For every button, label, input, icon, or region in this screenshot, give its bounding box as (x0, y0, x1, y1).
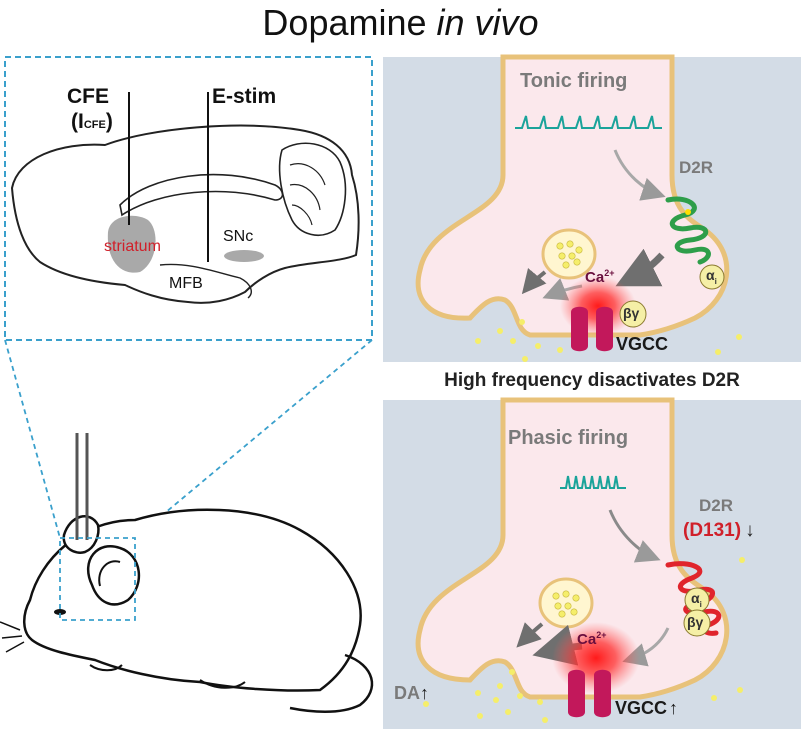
cfe-sub-label: (ICFE) (71, 110, 113, 134)
snc-label: SNc (223, 228, 254, 245)
bottom-mutant-label: (D131)↓ (683, 520, 755, 542)
bottom-vgcc-text: VGCC (615, 698, 668, 718)
top-vgcc-left (571, 306, 588, 352)
title-italic-text: in vivo (436, 2, 539, 43)
phasic-firing-label: Phasic firing (508, 427, 629, 449)
estim-label: E-stim (212, 85, 277, 108)
bottom-vgcc-left (568, 669, 585, 718)
mouse-head-dashed-box (59, 537, 136, 621)
top-inhibition-arrow (615, 248, 665, 287)
phasic-spike-train (560, 475, 626, 489)
bottom-da-up-arrow: ↑ (420, 683, 429, 703)
tonic-spike-train (515, 115, 662, 129)
brain-outline (10, 124, 360, 304)
bottom-vgcc-right (594, 669, 611, 718)
top-calcium-sup: 2+ (604, 268, 615, 278)
top-vgcc-label: VGCC (616, 334, 669, 354)
bottom-alpha-label: αi (691, 590, 702, 609)
bottom-vesicle-contents (552, 590, 580, 618)
bottom-terminal (415, 397, 730, 700)
bottom-alpha-text: α (691, 590, 700, 606)
bottom-vesicle (538, 577, 594, 629)
bottom-alpha-sub: i (699, 599, 702, 609)
snc-region (224, 250, 264, 262)
mouse-ear-inner (98, 560, 121, 587)
top-signal-arrow (613, 149, 666, 201)
bottom-da-text: DA (394, 683, 420, 703)
bottom-da-label: DA↑ (394, 683, 429, 704)
cfe-sub-small: CFE (83, 119, 106, 131)
brain-inset (4, 56, 373, 341)
top-d2r-label: D2R (679, 158, 714, 177)
tonic-firing-label: Tonic firing (520, 70, 628, 92)
top-betagamma-subunit (619, 300, 647, 328)
top-panel (383, 54, 801, 362)
cerebellum-outline (278, 142, 347, 236)
bottom-extracellular-da (423, 557, 745, 723)
top-alpha-sub: i (714, 276, 717, 286)
bottom-signal-arrow (608, 509, 661, 563)
bottom-vgcc-label: VGCC↑ (615, 698, 678, 719)
bottom-calcium-label: Ca2+ (577, 630, 606, 648)
title-main-text: Dopamine (262, 2, 437, 43)
mouse-paws (89, 664, 246, 689)
cerebellum-folia (289, 163, 326, 226)
top-d2r-ligand (685, 209, 691, 215)
bottom-mutant-text: (D131) (683, 520, 742, 541)
top-alpha-text: α (706, 267, 715, 283)
mouse-whiskers (0, 621, 25, 653)
top-calcium-text: Ca (585, 269, 605, 286)
top-release-arrow (521, 268, 547, 295)
mouse-tail (289, 653, 374, 713)
mouse-eye (54, 609, 66, 615)
zoom-guide-left (4, 339, 61, 539)
bottom-betagamma-label: βγ (687, 614, 704, 630)
inset-dashed-box (4, 56, 373, 341)
bottom-d2r-down-arrow: ↓ (745, 520, 755, 541)
bottom-panel (383, 397, 801, 729)
corpus-callosum (119, 173, 284, 217)
bottom-vgcc-up-arrow: ↑ (669, 698, 679, 718)
mouse-head-implant (62, 515, 100, 554)
top-betagamma-label: βγ (623, 305, 640, 321)
top-calcium-label: Ca2+ (585, 268, 614, 286)
top-d2r-receptor (665, 196, 711, 265)
figure-title: Dopamine in vivo (0, 2, 801, 44)
bottom-d2r-label: D2R (699, 496, 733, 516)
cfe-sub-close: ) (105, 110, 113, 133)
bottom-calcium-sup: 2+ (596, 630, 607, 640)
cfe-sub-main: (I (71, 110, 84, 133)
top-alpha-subunit (699, 264, 725, 290)
top-vesicle-contents (556, 240, 583, 269)
top-extracellular-da (475, 319, 742, 362)
striatum-region (107, 215, 156, 273)
striatum-label: striatum (104, 238, 161, 255)
zoom-guide-right (134, 339, 373, 539)
ventral-contour (159, 263, 252, 299)
bottom-betagamma-subunit (683, 609, 711, 637)
mouse-drawing (0, 433, 374, 713)
top-vgcc-right (596, 306, 613, 352)
top-vesicle (541, 228, 597, 280)
top-alpha-label: αi (706, 267, 717, 286)
middle-caption: High frequency disactivates D2R (444, 370, 740, 391)
mfb-label: MFB (169, 275, 203, 292)
bottom-calcium-text: Ca (577, 631, 597, 648)
bottom-d2r-text: D2R (699, 496, 734, 515)
cfe-label: CFE (67, 85, 109, 108)
mouse-ear (86, 545, 141, 606)
